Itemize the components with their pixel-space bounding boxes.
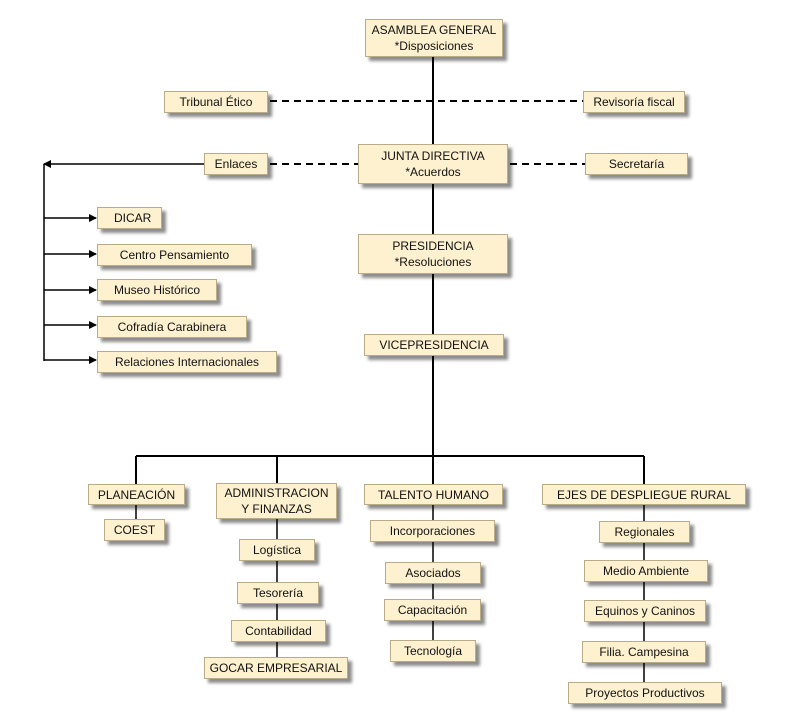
vicepresidencia-box: VICEPRESIDENCIA <box>364 334 504 356</box>
equinos-label: Equinos y Caninos <box>594 604 696 618</box>
administracion-finanzas-box: ADMINISTRACION Y FINANZAS <box>216 483 337 519</box>
capacitacion-box: Capacitación <box>384 599 481 621</box>
revisoria-label: Revisoría fiscal <box>593 95 675 109</box>
asamblea-general-box: ASAMBLEA GENERAL *Disposiciones <box>365 19 503 57</box>
proyectos-label: Proyectos Productivos <box>585 686 705 700</box>
incorporaciones-box: Incorporaciones <box>370 520 495 542</box>
regionales-label: Regionales <box>614 525 675 539</box>
talento-humano-box: TALENTO HUMANO <box>364 484 503 505</box>
tecnologia-label: Tecnología <box>403 644 463 658</box>
asociados-label: Asociados <box>405 566 461 580</box>
asamblea-subtitle: *Disposiciones <box>394 39 474 53</box>
medio-ambiente-label: Medio Ambiente <box>602 564 690 578</box>
proyectos-productivos-box: Proyectos Productivos <box>568 682 722 704</box>
junta-directiva-box: JUNTA DIRECTIVA *Acuerdos <box>358 144 508 184</box>
coest-label: COEST <box>113 523 156 537</box>
enlaces-label: Enlaces <box>214 157 258 171</box>
capacitacion-label: Capacitación <box>397 603 468 617</box>
asamblea-title: ASAMBLEA GENERAL <box>371 23 497 37</box>
junta-title: JUNTA DIRECTIVA <box>381 149 485 163</box>
equinos-caninos-box: Equinos y Caninos <box>584 600 706 622</box>
filia-label: Filia. Campesina <box>599 645 689 659</box>
cofradia-label: Cofradía Carabinera <box>117 320 227 334</box>
administracion-subtitle: Y FINANZAS <box>241 502 312 516</box>
enlaces-box: Enlaces <box>204 153 268 175</box>
revisoria-fiscal-box: Revisoría fiscal <box>583 91 685 113</box>
presidencia-title: PRESIDENCIA <box>392 239 474 253</box>
filia-campesina-box: Filia. Campesina <box>582 641 706 663</box>
tribunal-label: Tribunal Ético <box>179 95 253 109</box>
relaciones-internacionales-box: Relaciones Internacionales <box>97 351 277 373</box>
tesoreria-label: Tesorería <box>252 586 304 600</box>
administracion-title: ADMINISTRACION <box>224 486 329 500</box>
ejes-despliegue-rural-box: EJES DE DESPLIEGUE RURAL <box>542 484 746 505</box>
talento-label: TALENTO HUMANO <box>378 487 489 502</box>
centro-label: Centro Pensamiento <box>119 248 230 262</box>
regionales-box: Regionales <box>599 521 690 543</box>
centro-pensamiento-box: Centro Pensamiento <box>97 244 252 266</box>
contabilidad-box: Contabilidad <box>231 620 326 642</box>
ejes-label: EJES DE DESPLIEGUE RURAL <box>556 487 732 502</box>
tesoreria-box: Tesorería <box>237 582 319 604</box>
presidencia-subtitle: *Resoluciones <box>394 255 472 269</box>
secretaria-box: Secretaría <box>585 153 688 175</box>
asociados-box: Asociados <box>385 562 481 584</box>
relaciones-label: Relaciones Internacionales <box>114 355 260 369</box>
logistica-box: Logística <box>239 539 315 561</box>
planeacion-label: PLANEACIÓN <box>97 487 176 502</box>
planeacion-box: PLANEACIÓN <box>88 484 185 505</box>
medio-ambiente-box: Medio Ambiente <box>584 560 708 582</box>
gocar-label: GOCAR EMPRESARIAL <box>209 661 343 675</box>
museo-historico-box: Museo Histórico <box>97 279 217 301</box>
cofradia-carabinera-box: Cofradía Carabinera <box>97 316 247 338</box>
tecnologia-box: Tecnología <box>390 640 476 662</box>
presidencia-box: PRESIDENCIA *Resoluciones <box>358 234 508 274</box>
contabilidad-label: Contabilidad <box>245 624 312 638</box>
museo-label: Museo Histórico <box>113 283 201 297</box>
dicar-label: DICAR <box>114 211 152 225</box>
junta-subtitle: *Acuerdos <box>405 165 461 179</box>
vicepresidencia-label: VICEPRESIDENCIA <box>379 338 489 352</box>
dicar-box: DICAR <box>97 207 162 229</box>
coest-box: COEST <box>104 519 165 541</box>
logistica-label: Logística <box>252 543 302 557</box>
secretaria-label: Secretaría <box>608 157 665 171</box>
tribunal-etico-box: Tribunal Ético <box>164 91 268 113</box>
incorporaciones-label: Incorporaciones <box>389 524 476 538</box>
gocar-empresarial-box: GOCAR EMPRESARIAL <box>204 657 348 679</box>
